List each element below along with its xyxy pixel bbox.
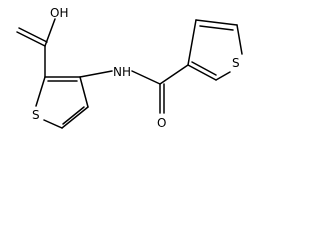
bond-c3-n bbox=[79, 70, 113, 78]
carbonyl-oxygen-label: O bbox=[157, 116, 166, 130]
sulfur-right-label: S bbox=[232, 56, 240, 70]
bond-s1-c2 bbox=[35, 76, 46, 107]
bond-n-carbonyl bbox=[131, 70, 161, 85]
bond-c3-c4 bbox=[79, 76, 89, 108]
sulfur-left-label: S bbox=[32, 108, 40, 122]
bond-c4-c5-inner bbox=[62, 106, 85, 125]
bond-r3-r2 bbox=[187, 64, 217, 81]
molecule-drawing: OH NH O S S bbox=[16, 6, 243, 130]
structure-diagram: OH NH O S S bbox=[0, 0, 266, 142]
amide-nh-label: NH bbox=[113, 65, 131, 79]
bond-carboxyl-o-double-b bbox=[18, 27, 48, 43]
bond-carbonyl-ring bbox=[159, 64, 189, 85]
hydroxyl-label: OH bbox=[50, 6, 68, 20]
bond-r3-r2-inner bbox=[191, 61, 217, 76]
bond-r4-r3 bbox=[187, 19, 197, 66]
bond-c4-c5 bbox=[61, 106, 89, 129]
bond-r5-r4-inner bbox=[199, 25, 234, 31]
bond-carboxyl-o-double-a bbox=[16, 31, 46, 47]
bond-s-r5 bbox=[236, 24, 243, 55]
bond-c5-s1 bbox=[43, 119, 63, 129]
bond-r2-s bbox=[215, 71, 231, 81]
bond-r5-r4 bbox=[195, 19, 238, 26]
